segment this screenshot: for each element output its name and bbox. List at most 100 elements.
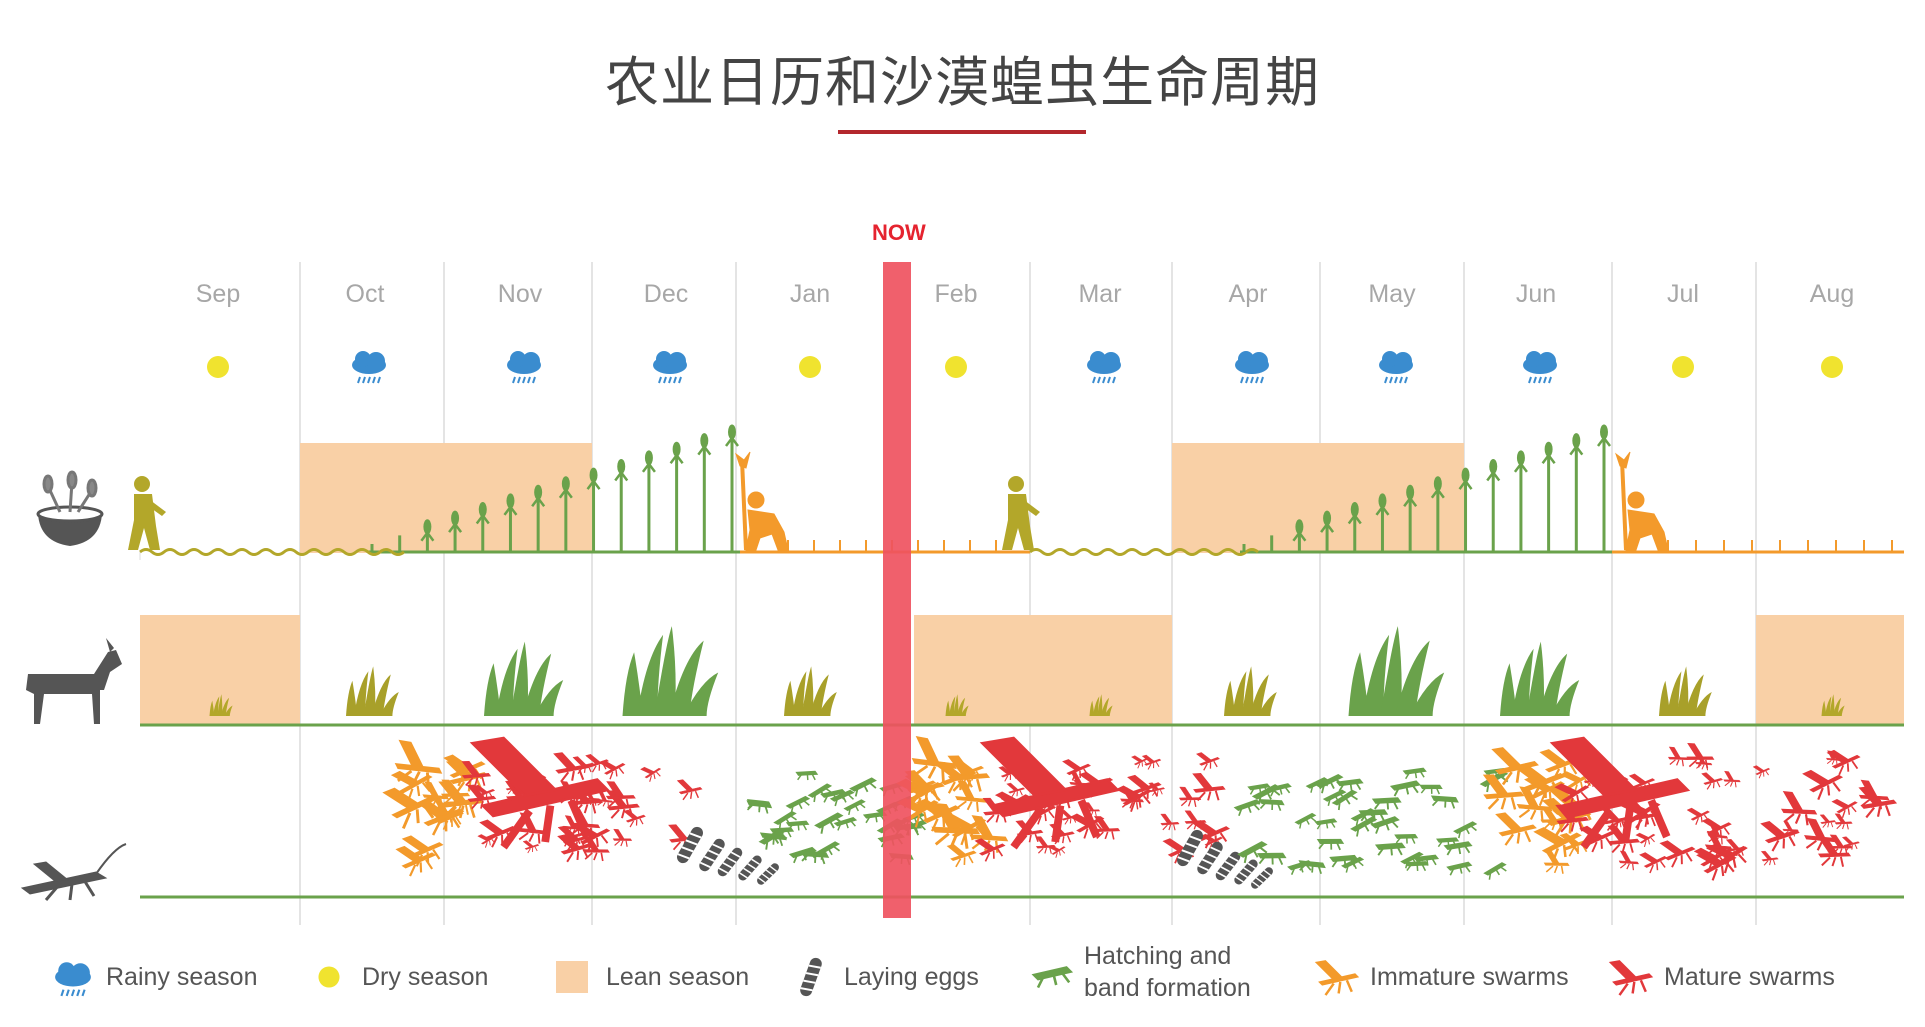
legend-label: Laying eggs: [844, 963, 979, 991]
hopper-icon: [794, 767, 819, 784]
mature-locust-icon: [1157, 812, 1181, 833]
sun-icon: [318, 966, 340, 988]
legend-item-mature: Mature swarms: [1608, 954, 1835, 1000]
rain-cloud-icon: [351, 350, 387, 384]
mature-locust-icon: [609, 827, 635, 850]
crop-stalk: [1347, 502, 1362, 552]
mature-locust-icon: [1856, 785, 1899, 821]
immature-locust-icon: [946, 841, 979, 869]
hopper-icon: [1313, 816, 1338, 832]
legend-label-line1: Hatching and: [1084, 942, 1232, 970]
lean-block-crop-2: [1172, 443, 1464, 553]
grass-icon: [346, 666, 399, 716]
grasshopper-icon: [20, 843, 127, 901]
hopper-icon: [1233, 798, 1263, 818]
now-bar: [883, 262, 911, 918]
title-underline: [838, 130, 1086, 134]
mature-locust-icon: [1831, 793, 1861, 821]
hopper-icon: [1334, 775, 1365, 795]
immature-locust-icon: [1494, 811, 1538, 847]
sun-icon: [945, 356, 967, 378]
hopper-icon: [848, 776, 880, 799]
mature-locust-icon: [1826, 744, 1864, 778]
mature-locust-icon: [1638, 847, 1671, 876]
month-label: Mar: [1078, 280, 1122, 308]
month-label: Oct: [345, 280, 385, 308]
hopper-icon: [1399, 850, 1426, 870]
lean-season-blocks: [140, 443, 1904, 725]
crop-stalk: [1513, 450, 1528, 552]
crop-stalk: [1292, 519, 1307, 552]
legend-label: Mature swarms: [1664, 963, 1835, 991]
legend-item-lean: Lean season: [550, 954, 749, 1000]
immature-locust-icon: [1314, 959, 1360, 997]
crop-stalk: [1458, 467, 1473, 552]
crop-stalk: [503, 493, 518, 552]
hopper-icon: [1401, 765, 1428, 782]
crop-stalk: [531, 484, 546, 552]
month-label: Feb: [934, 280, 978, 308]
hopper-icon: [1254, 847, 1288, 870]
crop-stalk: [558, 476, 573, 552]
mature-locust-icon: [1635, 827, 1659, 849]
hopper-icon: [1451, 820, 1480, 840]
crop-stalk: [669, 441, 684, 552]
mature-locust-icon: [1801, 762, 1848, 803]
grass-icon: [1348, 626, 1445, 716]
legend-item-rainy: Rainy season: [50, 954, 257, 1000]
hopper-icon: [1428, 789, 1461, 814]
rain-cloud-icon: [506, 350, 542, 384]
crop-stalk: [1403, 484, 1418, 552]
page-title: 农业日历和沙漠蝗虫生命周期: [605, 51, 1320, 114]
hopper-icon: [1293, 811, 1319, 830]
legend-item-dry: Dry season: [306, 954, 488, 1000]
grass-icon: [1500, 641, 1580, 716]
month-label: Nov: [497, 280, 543, 308]
mature-locust-icon: [1818, 813, 1837, 829]
mature-locust-icon: [1700, 771, 1724, 791]
lean-season-icon: [556, 961, 588, 993]
goat-icon: [26, 638, 122, 724]
rain-cloud-icon: [1086, 350, 1122, 384]
crop-sowing-wave-1: [139, 548, 405, 556]
crop-stalk: [1430, 476, 1445, 552]
month-label: Apr: [1228, 280, 1268, 308]
month-label: Jul: [1667, 280, 1699, 308]
crop-stalk: [1320, 510, 1335, 552]
crop-sowing-wave-2: [1029, 548, 1259, 556]
grain-bowl-icon: [36, 470, 104, 546]
hopper-icon: [771, 809, 800, 831]
crop-stalk: [1375, 493, 1390, 552]
crop-stalk: [586, 467, 601, 552]
crop-stalk: [448, 510, 463, 552]
crop-stalk: [1597, 424, 1611, 552]
crop-stalk: [725, 424, 739, 552]
legend-label: Lean season: [606, 963, 750, 991]
mature-locust-icon: [1658, 835, 1699, 870]
mature-locust-icon: [622, 807, 648, 829]
lean-block-crop-1: [300, 443, 592, 553]
egg-pod-icon: [754, 860, 782, 888]
crop-stalk: [1569, 433, 1584, 552]
hopper-icon: [1373, 838, 1407, 861]
legend-label: Immature swarms: [1370, 963, 1569, 991]
month-label: Jun: [1515, 280, 1557, 308]
legend: Rainy season Dry season Lean season Layi…: [0, 930, 1925, 1020]
grass-icon: [484, 641, 564, 716]
mature-locust-icon: [522, 838, 541, 854]
mature-locust-icon: [1720, 769, 1743, 790]
month-label: May: [1368, 280, 1416, 308]
mature-locust-icon: [1664, 745, 1692, 770]
mature-locust-icon: [1615, 849, 1642, 874]
hopper-icon: [1417, 780, 1444, 799]
mature-locust-icon: [1130, 752, 1151, 770]
rain-cloud-icon: [54, 961, 92, 998]
hopper-icon: [1389, 779, 1422, 798]
sun-icon: [207, 356, 229, 378]
mature-locust-icon: [1195, 749, 1222, 772]
mature-locust-icon: [1608, 959, 1654, 997]
harvesting-farmer-icon: [734, 450, 790, 552]
